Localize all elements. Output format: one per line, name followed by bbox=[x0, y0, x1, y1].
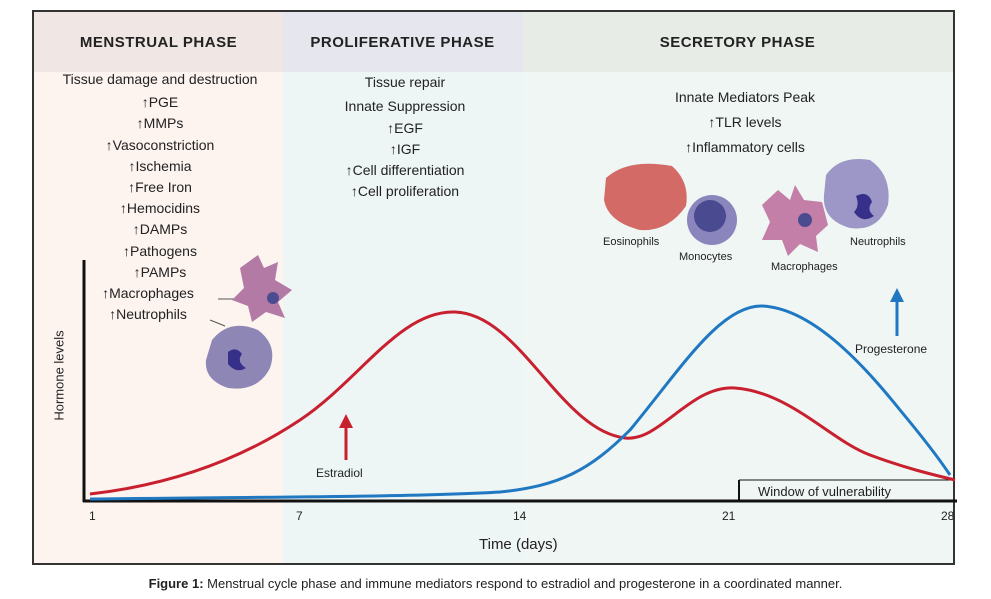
neutrophils-label: Neutrophils bbox=[850, 236, 906, 248]
menstrual-phase-bg bbox=[34, 12, 283, 563]
estradiol-label: Estradiol bbox=[316, 466, 363, 480]
x-tick-label: 21 bbox=[722, 509, 736, 523]
mediator: ↑Cell differentiation bbox=[345, 162, 465, 179]
mediator: Innate Suppression bbox=[344, 98, 466, 115]
mediator: ↑PGE bbox=[141, 94, 179, 111]
x-tick-label: 7 bbox=[296, 509, 303, 523]
estradiol-line bbox=[89, 310, 956, 496]
mediator: ↑Inflammatory cells bbox=[685, 139, 805, 155]
monocytes-label: Monocytes bbox=[679, 251, 733, 263]
y-axis-label: Hormone levels bbox=[51, 330, 67, 421]
eosinophils-label: Eosinophils bbox=[603, 236, 660, 248]
figure-frame bbox=[32, 10, 955, 565]
macrophage-icon bbox=[232, 255, 292, 322]
x-axis-label: Time (days) bbox=[479, 536, 558, 553]
proliferative-phase-bg bbox=[283, 12, 522, 563]
mediator: ↑MMPs bbox=[136, 115, 184, 132]
figure-caption: Figure 1: Menstrual cycle phase and immu… bbox=[0, 576, 991, 591]
macrophages-label: Macrophages bbox=[771, 261, 838, 273]
progesterone-arrow-icon bbox=[890, 288, 904, 336]
mediator: ↑IGF bbox=[389, 140, 421, 157]
proliferative-phase-header: PROLIFERATIVE PHASE bbox=[283, 12, 522, 72]
secretory-phase-header: SECRETORY PHASE bbox=[522, 12, 953, 72]
secretory-phase-bg bbox=[522, 12, 953, 563]
progesterone-label: Progesterone bbox=[855, 342, 928, 356]
x-tick-label: 1 bbox=[89, 509, 96, 523]
progesterone-line bbox=[89, 304, 952, 501]
x-tick-label: 28 bbox=[941, 509, 955, 523]
neutrophil-icon bbox=[205, 325, 273, 389]
eosinophil-icon bbox=[604, 163, 687, 231]
mediator: Tissue damage and destruction bbox=[62, 71, 258, 87]
menstrual-phase-header: MENSTRUAL PHASE bbox=[34, 12, 283, 72]
menstrual-mediators: Tissue damage and destruction ↑PGE ↑MMPs… bbox=[40, 69, 280, 325]
mediator: ↑Neutrophils bbox=[109, 306, 187, 323]
mediator: ↑Pathogens bbox=[123, 242, 197, 259]
mediator: ↑Free Iron bbox=[128, 179, 192, 196]
leader-line bbox=[209, 319, 226, 327]
mediator: ↑DAMPs bbox=[132, 221, 188, 238]
caption-text: Menstrual cycle phase and immune mediato… bbox=[203, 576, 843, 591]
mediator: Tissue repair bbox=[364, 74, 446, 90]
neutrophil-icon bbox=[823, 159, 889, 229]
mediator: ↑Macrophages bbox=[102, 285, 194, 302]
mediator: ↑Hemocidins bbox=[119, 200, 201, 217]
mediator: ↑PAMPs bbox=[133, 263, 187, 280]
mediator: ↑Cell proliferation bbox=[350, 183, 460, 200]
estradiol-arrow-icon bbox=[339, 414, 353, 460]
x-tick-label: 14 bbox=[513, 509, 527, 523]
mediator: ↑TLR levels bbox=[708, 114, 782, 130]
proliferative-mediators: Tissue repair Innate Suppression ↑EGF ↑I… bbox=[290, 72, 520, 203]
mediator: ↑EGF bbox=[387, 119, 423, 136]
caption-label: Figure 1: bbox=[148, 576, 204, 591]
monocyte-icon bbox=[687, 195, 737, 245]
mediator: Innate Mediators Peak bbox=[674, 89, 816, 105]
mediator: ↑Ischemia bbox=[128, 157, 192, 174]
secretory-mediators: Innate Mediators Peak ↑TLR levels ↑Infla… bbox=[630, 85, 860, 160]
window-of-vulnerability-label: Window of vulnerability bbox=[758, 484, 891, 499]
mediator: ↑Vasoconstriction bbox=[105, 136, 215, 153]
macrophage-icon bbox=[762, 185, 828, 256]
